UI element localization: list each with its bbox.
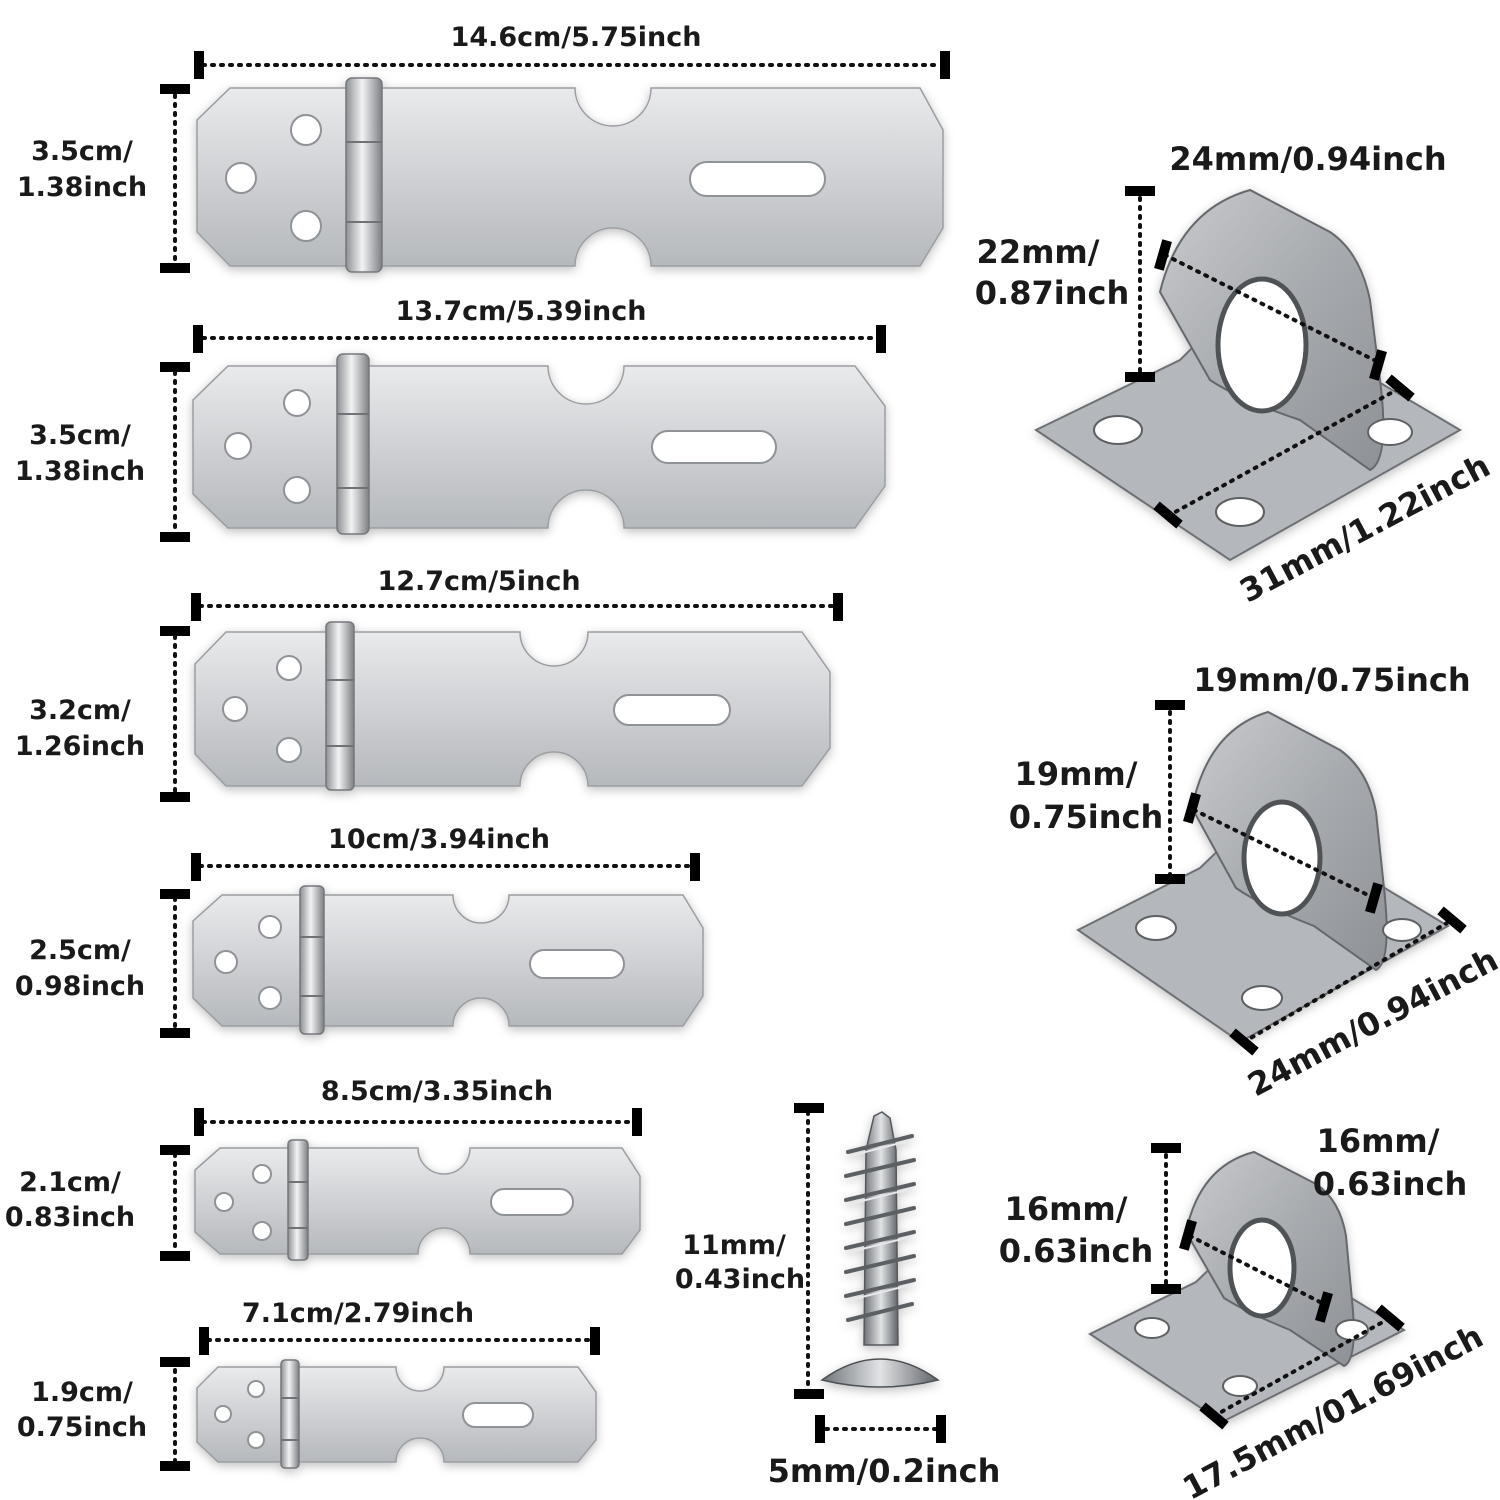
hasp-2-length-label: 13.7cm/5.39inch <box>396 296 647 327</box>
hasp-6-width-label-1: 1.9cm/ <box>31 1377 133 1408</box>
hasp-1-width-label-2: 1.38inch <box>17 172 147 203</box>
screw-shape <box>820 1111 940 1388</box>
hasp-4: 10cm/3.94inch 2.5cm/ 0.98inch <box>15 824 704 1038</box>
staple-1: 24mm/0.94inch 22mm/ 0.87inch 31mm/1.22in… <box>975 140 1496 610</box>
hasp-3: 12.7cm/5inch 3.2cm/ 1.26inch <box>15 566 843 802</box>
staple-1-shape <box>1033 188 1462 562</box>
staple-3-top-label-1: 16mm/ <box>1317 1122 1440 1160</box>
staple-3-height-label-2: 0.63inch <box>999 1232 1153 1270</box>
staple-1-height-label-2: 0.87inch <box>975 274 1129 312</box>
staple-2-top-label: 19mm/0.75inch <box>1193 661 1470 699</box>
hasp-2-width-label-1: 3.5cm/ <box>29 420 131 451</box>
staple-3-top-label-2: 0.63inch <box>1313 1165 1467 1203</box>
hasp-2-width-label-2: 1.38inch <box>15 456 145 487</box>
hasp-5-length-label: 8.5cm/3.35inch <box>321 1076 553 1107</box>
staple-3-height-label-1: 16mm/ <box>1005 1190 1128 1228</box>
hasp-1-shape <box>196 77 944 273</box>
hasp-2: 13.7cm/5.39inch 3.5cm/ 1.38inch <box>15 296 886 542</box>
hasp-5-width-label-2: 0.83inch <box>5 1202 135 1233</box>
hasp-6-length-label: 7.1cm/2.79inch <box>242 1298 474 1329</box>
hasp-3-shape <box>194 621 831 791</box>
hasp-1-width-label-1: 3.5cm/ <box>31 136 133 167</box>
hasp-5-shape <box>194 1139 641 1261</box>
staple-2-height-label-1: 19mm/ <box>1015 755 1138 793</box>
screw-length-label-2: 0.43inch <box>675 1264 805 1295</box>
staple-1-top-label: 24mm/0.94inch <box>1169 140 1446 178</box>
hasp-5-width-label-1: 2.1cm/ <box>19 1167 121 1198</box>
hasp-6-width-label-2: 0.75inch <box>17 1412 147 1443</box>
staple-2-shape <box>1076 710 1450 1044</box>
hasp-3-length-label: 12.7cm/5inch <box>377 566 580 597</box>
staple-2-height-label-2: 0.75inch <box>1009 798 1163 836</box>
hasp-5: 8.5cm/3.35inch 2.1cm/ 0.83inch <box>5 1076 642 1261</box>
hasp-3-width-label-2: 1.26inch <box>15 731 145 762</box>
staple-3: 16mm/ 0.63inch 16mm/ 0.63inch 17.5mm/01.… <box>999 1122 1489 1500</box>
screw-length-label-1: 11mm/ <box>682 1230 786 1261</box>
staple-3-shape <box>1087 1150 1407 1424</box>
hasp-6: 7.1cm/2.79inch 1.9cm/ 0.75inch <box>17 1298 600 1471</box>
screw-diameter-label: 5mm/0.2inch <box>768 1452 1001 1490</box>
hasp-4-width-label-2: 0.98inch <box>15 971 145 1002</box>
hasp-6-shape <box>196 1359 597 1469</box>
hasp-4-length-label: 10cm/3.94inch <box>328 824 550 855</box>
hasp-3-width-label-1: 3.2cm/ <box>29 695 131 726</box>
staple-1-height-label-1: 22mm/ <box>977 233 1100 271</box>
staple-2: 19mm/0.75inch 19mm/ 0.75inch 24mm/0.94in… <box>1009 661 1500 1104</box>
hasp-1-length-label: 14.6cm/5.75inch <box>451 22 702 53</box>
hasp-1: 14.6cm/5.75inch 3.5cm/ 1.38inch <box>17 22 950 273</box>
hasp-4-width-label-1: 2.5cm/ <box>29 935 131 966</box>
screw: 11mm/ 0.43inch 5mm/0.2inch <box>675 1103 1001 1490</box>
hasp-4-shape <box>192 885 704 1035</box>
hasp-2-shape <box>192 353 886 535</box>
